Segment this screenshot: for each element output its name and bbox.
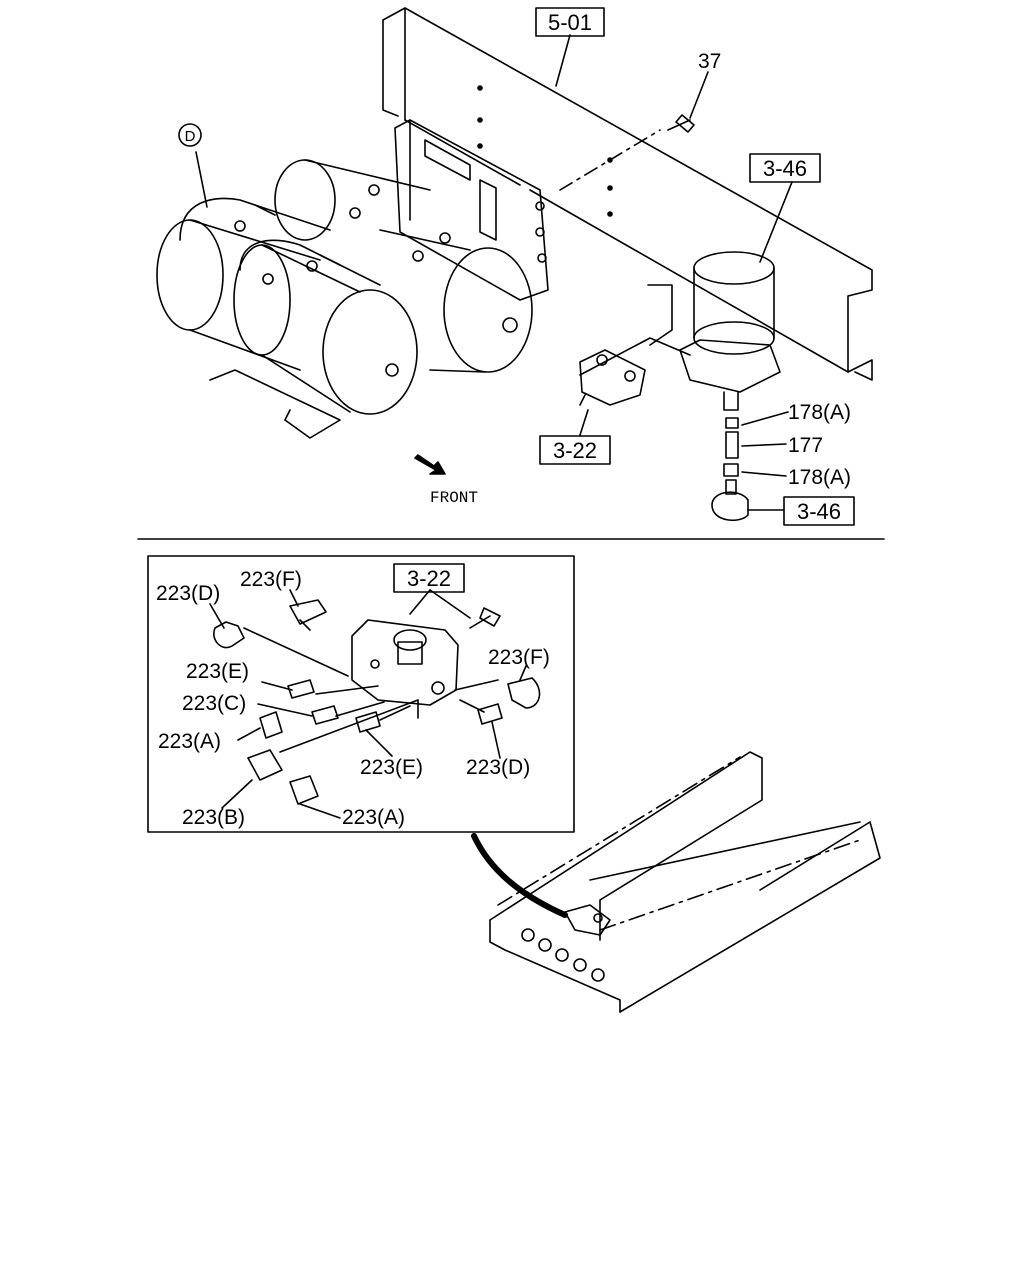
p223e-bottom-label: 223(E) bbox=[360, 756, 423, 779]
callout-3-22-main: 3-22 bbox=[539, 435, 611, 465]
mounting-bracket bbox=[394, 119, 549, 301]
inset-pointer bbox=[471, 833, 568, 918]
svg-text:D: D bbox=[185, 128, 196, 145]
svg-text:5-01: 5-01 bbox=[548, 10, 592, 35]
p223f-top-label: 223(F) bbox=[240, 568, 302, 591]
inset-fittings bbox=[213, 599, 541, 805]
chassis-frame-bottom bbox=[489, 751, 881, 1013]
inset-bolt bbox=[469, 607, 501, 629]
part-178a-upper-label: 178(A) bbox=[788, 401, 851, 424]
front-arrow bbox=[414, 454, 446, 475]
air-tank-rear-right bbox=[274, 159, 431, 241]
bolt-37 bbox=[667, 114, 695, 133]
inset-dashed-guides bbox=[243, 627, 499, 753]
detail-inset-frame bbox=[147, 555, 575, 833]
p223d-left-label: 223(D) bbox=[156, 582, 220, 605]
p223c-label: 223(C) bbox=[182, 692, 246, 715]
p223e-left-label: 223(E) bbox=[186, 660, 249, 683]
svg-text:3-22: 3-22 bbox=[553, 438, 597, 463]
p223a-left-label: 223(A) bbox=[158, 730, 221, 753]
leader-lines-top bbox=[195, 34, 793, 511]
air-dryer bbox=[579, 251, 781, 411]
tank-fittings bbox=[234, 184, 451, 285]
p223d-right-label: 223(D) bbox=[466, 756, 530, 779]
part-37-label: 37 bbox=[698, 50, 721, 73]
front-label: FRONT bbox=[430, 489, 478, 507]
inset-valve-body bbox=[351, 619, 459, 719]
drain-parts bbox=[711, 417, 749, 522]
view-d-marker: D bbox=[178, 123, 202, 147]
relay-valve-assembly bbox=[579, 349, 646, 406]
part-178a-lower-label: 178(A) bbox=[788, 466, 851, 489]
svg-text:3-46: 3-46 bbox=[763, 156, 807, 181]
air-tank-front-left bbox=[233, 239, 418, 415]
svg-text:3-22: 3-22 bbox=[407, 566, 451, 591]
p223b-label: 223(B) bbox=[182, 806, 245, 829]
callout-5-01: 5-01 bbox=[535, 7, 605, 37]
frame-rail bbox=[382, 7, 873, 381]
callout-3-46-top: 3-46 bbox=[749, 153, 821, 183]
inset-leader-lines bbox=[209, 589, 527, 819]
p223f-right-label: 223(F) bbox=[488, 646, 550, 669]
air-tank-front-right bbox=[379, 229, 533, 373]
svg-text:3-46: 3-46 bbox=[797, 499, 841, 524]
part-177-label: 177 bbox=[788, 434, 823, 457]
p223a-bottom-label: 223(A) bbox=[342, 806, 405, 829]
air-tank-rear-left bbox=[156, 197, 331, 371]
tank-mounting-straps bbox=[209, 369, 341, 439]
callout-3-46-bottom: 3-46 bbox=[783, 496, 855, 526]
callout-3-22-inset: 3-22 bbox=[393, 563, 465, 593]
